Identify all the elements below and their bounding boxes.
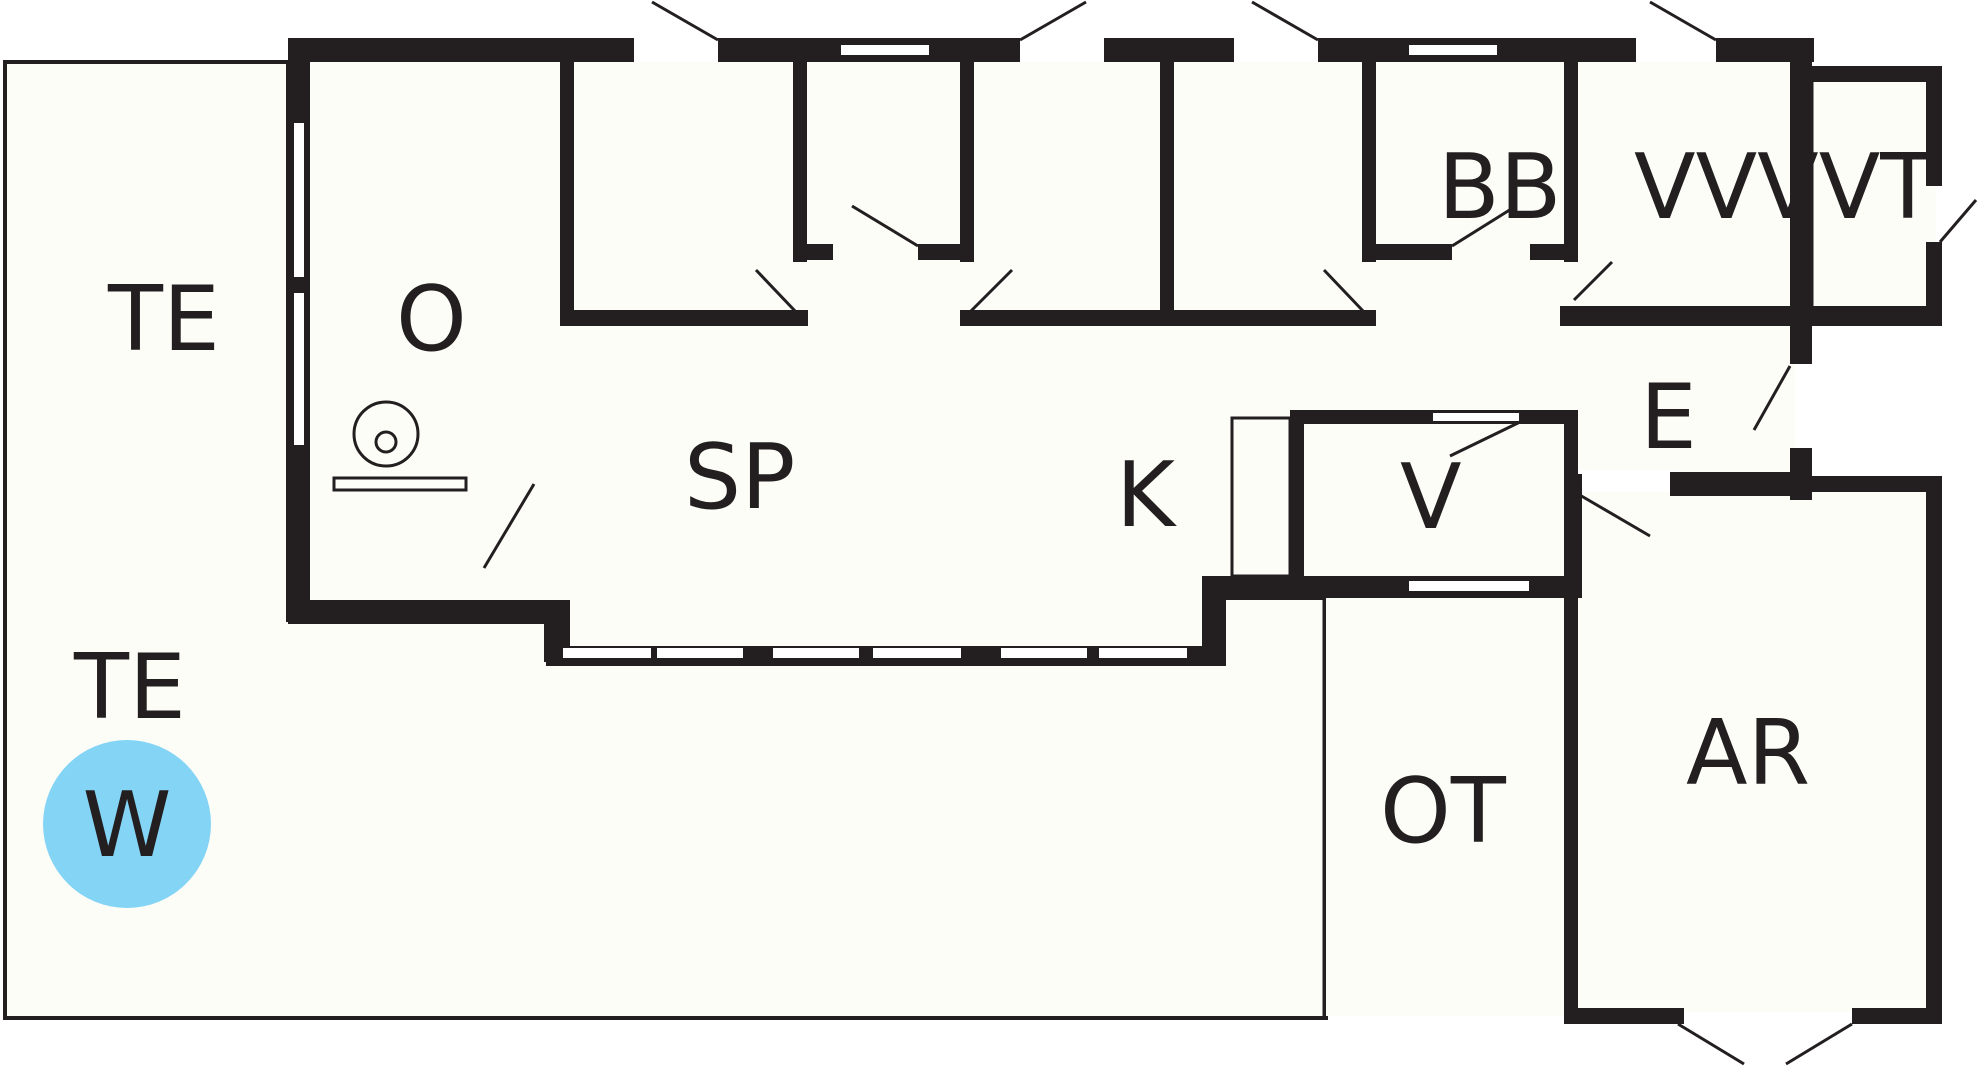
room-labels: TE TE O SP K BB VVVVT E V OT AR [73, 135, 1936, 864]
room-label-ot: OT [1380, 759, 1507, 864]
room-label-o: O [396, 267, 467, 372]
room-label-sp: SP [684, 425, 795, 530]
ar-floor [1578, 492, 1928, 1012]
fireplace-fixture [332, 400, 468, 492]
compass-badge-icon: W [43, 740, 211, 908]
floor-areas [3, 60, 1936, 1020]
room-label-vvvvt: VVVVT [1634, 135, 1936, 240]
room-label-te-top: TE [107, 267, 220, 372]
room-label-v: V [1400, 445, 1462, 550]
badge-label: W [83, 773, 172, 878]
room-label-ar: AR [1686, 701, 1810, 806]
vt-floor [1812, 80, 1936, 312]
interior-floor [310, 62, 1795, 648]
partitions [292, 62, 1578, 447]
ot-floor [1326, 598, 1570, 1016]
room-label-e: E [1640, 365, 1697, 470]
room-label-bb: BB [1438, 135, 1562, 240]
thin-lines [1230, 80, 1814, 1016]
room-label-te-bottom: TE [73, 635, 186, 740]
room-label-k: K [1116, 443, 1177, 548]
windows [561, 43, 1531, 660]
doors [482, 0, 1978, 1066]
